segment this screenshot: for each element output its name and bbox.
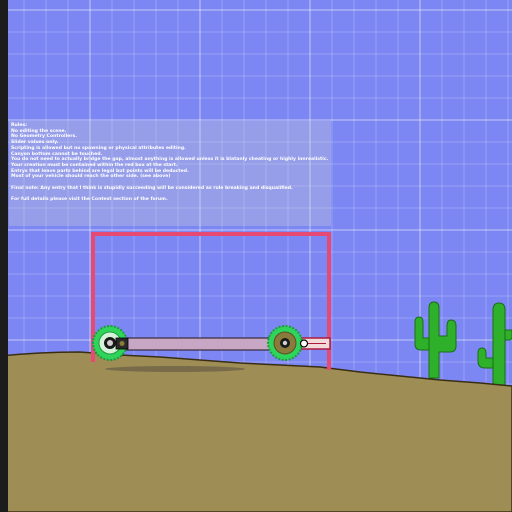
rules-line: Entrys that leave parts behind are legal… [11, 168, 189, 174]
rules-line: You do not need to actually bridge the g… [11, 157, 329, 163]
rules-panel: Rules: No editing the scene. No Geometry… [9, 121, 331, 226]
rules-line: No editing the scene. [11, 128, 67, 134]
rules-line: Your creation must be contained within t… [11, 162, 178, 168]
rules-line: For full details please visit the Contes… [11, 197, 168, 203]
front-axle-joint[interactable] [299, 339, 309, 348]
front-wheel[interactable] [267, 325, 303, 361]
left-edge-bar [0, 0, 8, 512]
player-vehicle[interactable] [92, 325, 331, 361]
vehicle-shadow [105, 366, 245, 372]
rules-line: No Geometry Controllers. [11, 134, 78, 140]
rules-line: Slider values only. [11, 140, 59, 146]
cactus-icon [477, 302, 512, 391]
start-area-boundary [91, 232, 331, 370]
rules-line: Final note: Any entry that I think is st… [11, 185, 293, 191]
rules-line: Rules: [11, 123, 28, 128]
rules-line: Most of your vehicle should reach the ot… [11, 174, 171, 180]
desert-ground [0, 351, 512, 512]
rules-line: Canyon bottom cannot be touched. [11, 151, 103, 157]
cactus-icon [414, 301, 457, 379]
rules-line: Scripting is allowed but no spawning or … [11, 145, 186, 151]
